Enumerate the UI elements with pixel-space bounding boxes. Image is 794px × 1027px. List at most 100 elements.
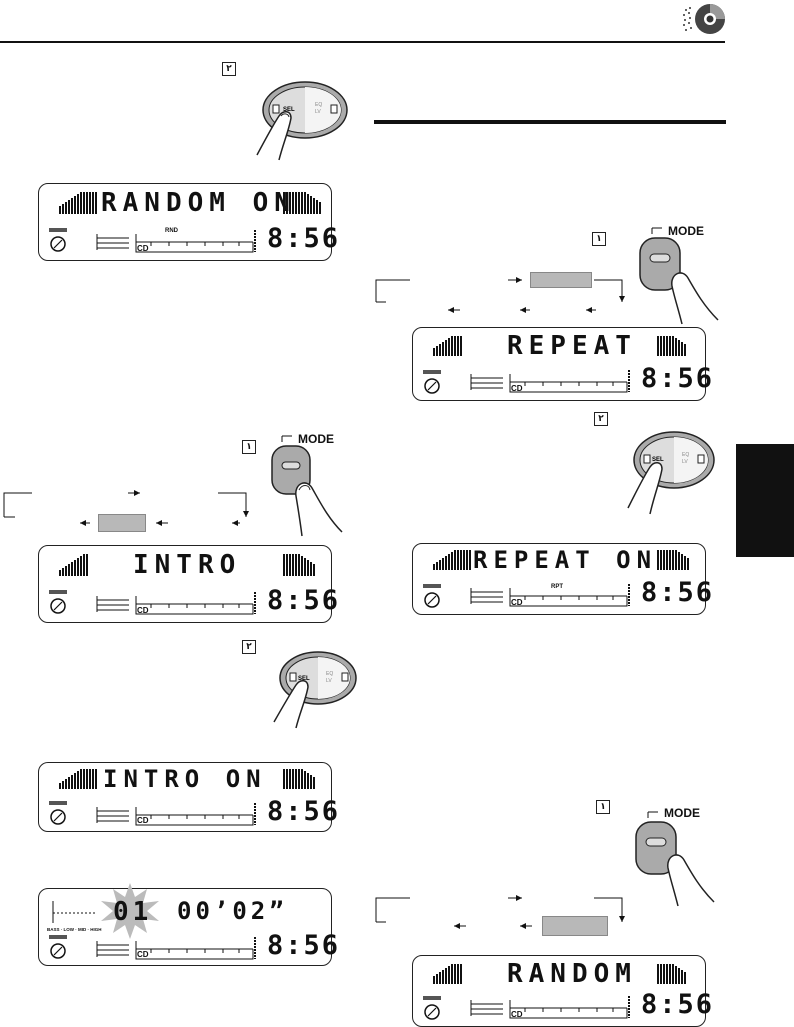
lcd-clock: 8:56 — [267, 223, 341, 254]
lv-label: LV — [315, 109, 321, 115]
lcd-clock: 8:56 — [641, 363, 715, 394]
track-time: 00’02” — [177, 897, 288, 925]
level-bars-right — [657, 336, 686, 356]
clock-divider — [254, 592, 256, 614]
lcd-main-text: REPEAT — [507, 331, 637, 361]
flash-burst-icon — [101, 883, 159, 939]
disc-logo-icon — [423, 370, 441, 394]
section-rule — [374, 120, 726, 124]
rpt-indicator: RPT — [551, 584, 563, 590]
source-label: CD — [137, 244, 149, 253]
eq-scale-icon — [96, 807, 129, 823]
lcd-main-text: INTRO ON — [103, 765, 267, 793]
level-bars-right — [657, 550, 689, 570]
source-label: CD — [137, 950, 149, 959]
eq-label: EQ — [682, 452, 689, 458]
lv-label: LV — [682, 459, 688, 465]
clock-divider — [628, 584, 630, 606]
mode-button-label: MODE — [664, 806, 700, 820]
track-scale — [509, 1000, 628, 1019]
lcd-repeat: REPEAT CD 8:56 — [412, 327, 712, 401]
lcd-random-on: RANDOM ON CD RND 8:56 — [38, 183, 338, 261]
eq-scale-icon — [470, 1000, 503, 1016]
lv-label: LV — [326, 678, 332, 684]
intro-mode-flow-diagram — [3, 490, 249, 526]
level-bars-left — [59, 769, 97, 789]
intro-mode-highlight — [98, 514, 146, 532]
eq-scale-icon — [470, 374, 503, 390]
level-bars-right — [283, 769, 315, 789]
clock-divider — [628, 996, 630, 1018]
lcd-main-text: RANDOM ON — [101, 188, 296, 218]
disc-logo-icon — [49, 801, 67, 825]
lcd-clock: 8:56 — [267, 930, 341, 961]
lcd-main-text: INTRO — [133, 550, 242, 580]
lcd-main-text: REPEAT ON — [473, 546, 658, 574]
eq-bands-label: BASS · LOW · MID · HIGH — [47, 927, 102, 932]
lcd-clock: 8:56 — [267, 796, 341, 827]
level-bars-right — [657, 964, 686, 984]
step-1-marker: ١ — [596, 800, 610, 814]
step-1-marker: ١ — [592, 232, 606, 246]
sel-label: SEL — [652, 457, 664, 463]
step-2-marker: ٢ — [242, 640, 256, 654]
source-label: CD — [137, 606, 149, 615]
source-label: CD — [511, 384, 523, 393]
lcd-intro-track-time: BASS · LOW · MID · HIGH 01 00’02” CD 8:5… — [38, 883, 338, 966]
eq-scale-icon — [96, 234, 129, 250]
lcd-clock: 8:56 — [641, 577, 715, 608]
clock-divider — [254, 803, 256, 825]
track-number: 01 — [113, 897, 153, 927]
header-rule — [0, 41, 725, 43]
language-side-tab — [736, 444, 794, 557]
track-scale — [135, 234, 254, 253]
eq-scale-icon — [96, 941, 129, 957]
level-bars-left — [59, 554, 88, 576]
track-scale — [135, 941, 254, 960]
track-scale — [509, 374, 628, 393]
disc-logo-icon — [49, 935, 67, 959]
lcd-clock: 8:56 — [267, 585, 341, 616]
sel-button-illustration: SEL EQ LV — [273, 651, 357, 729]
level-bars-left — [59, 192, 97, 214]
eq-label: EQ — [315, 102, 322, 108]
lcd-clock: 8:56 — [641, 989, 715, 1020]
step-1-marker: ١ — [242, 440, 256, 454]
mode-button-label: MODE — [668, 224, 704, 238]
lcd-intro: INTRO CD 8:56 — [38, 545, 338, 623]
eq-scale-icon — [470, 588, 503, 604]
rnd-indicator: RND — [165, 228, 178, 234]
eq-label: EQ — [326, 671, 333, 677]
clock-divider — [254, 937, 256, 959]
cd-disc-icon — [683, 4, 725, 34]
clock-divider — [628, 370, 630, 392]
lcd-repeat-on: REPEAT ON CD RPT 8:56 — [412, 543, 712, 615]
source-label: CD — [511, 598, 523, 607]
sel-button-illustration: SEL EQ LV — [627, 431, 715, 515]
disc-logo-icon — [423, 584, 441, 608]
mode-button-label: MODE — [298, 432, 334, 446]
random-mode-highlight — [542, 916, 608, 936]
level-bars-left — [433, 336, 462, 356]
sel-button-illustration: SEL EQ LV — [256, 81, 348, 161]
repeat-mode-flow-diagram — [375, 277, 625, 313]
lcd-intro-on: INTRO ON CD 8:56 — [38, 762, 338, 832]
level-bars-right — [283, 192, 321, 214]
mode-button-illustration — [635, 811, 715, 907]
lcd-random: RANDOM CD 8:56 — [412, 955, 712, 1027]
source-label: CD — [511, 1010, 523, 1019]
level-bars-left — [433, 550, 471, 570]
eq-scale-icon — [96, 596, 129, 612]
track-scale — [135, 807, 254, 826]
mode-button-illustration — [271, 435, 343, 537]
clock-divider — [254, 230, 256, 252]
level-dots — [52, 901, 97, 923]
disc-logo-icon — [49, 228, 67, 252]
disc-logo-icon — [423, 996, 441, 1020]
step-2-marker: ٢ — [594, 412, 608, 426]
sel-label: SEL — [298, 676, 310, 682]
mode-button-illustration — [639, 227, 719, 325]
lcd-main-text: RANDOM — [507, 959, 637, 989]
disc-logo-icon — [49, 590, 67, 614]
level-bars-right — [283, 554, 315, 576]
